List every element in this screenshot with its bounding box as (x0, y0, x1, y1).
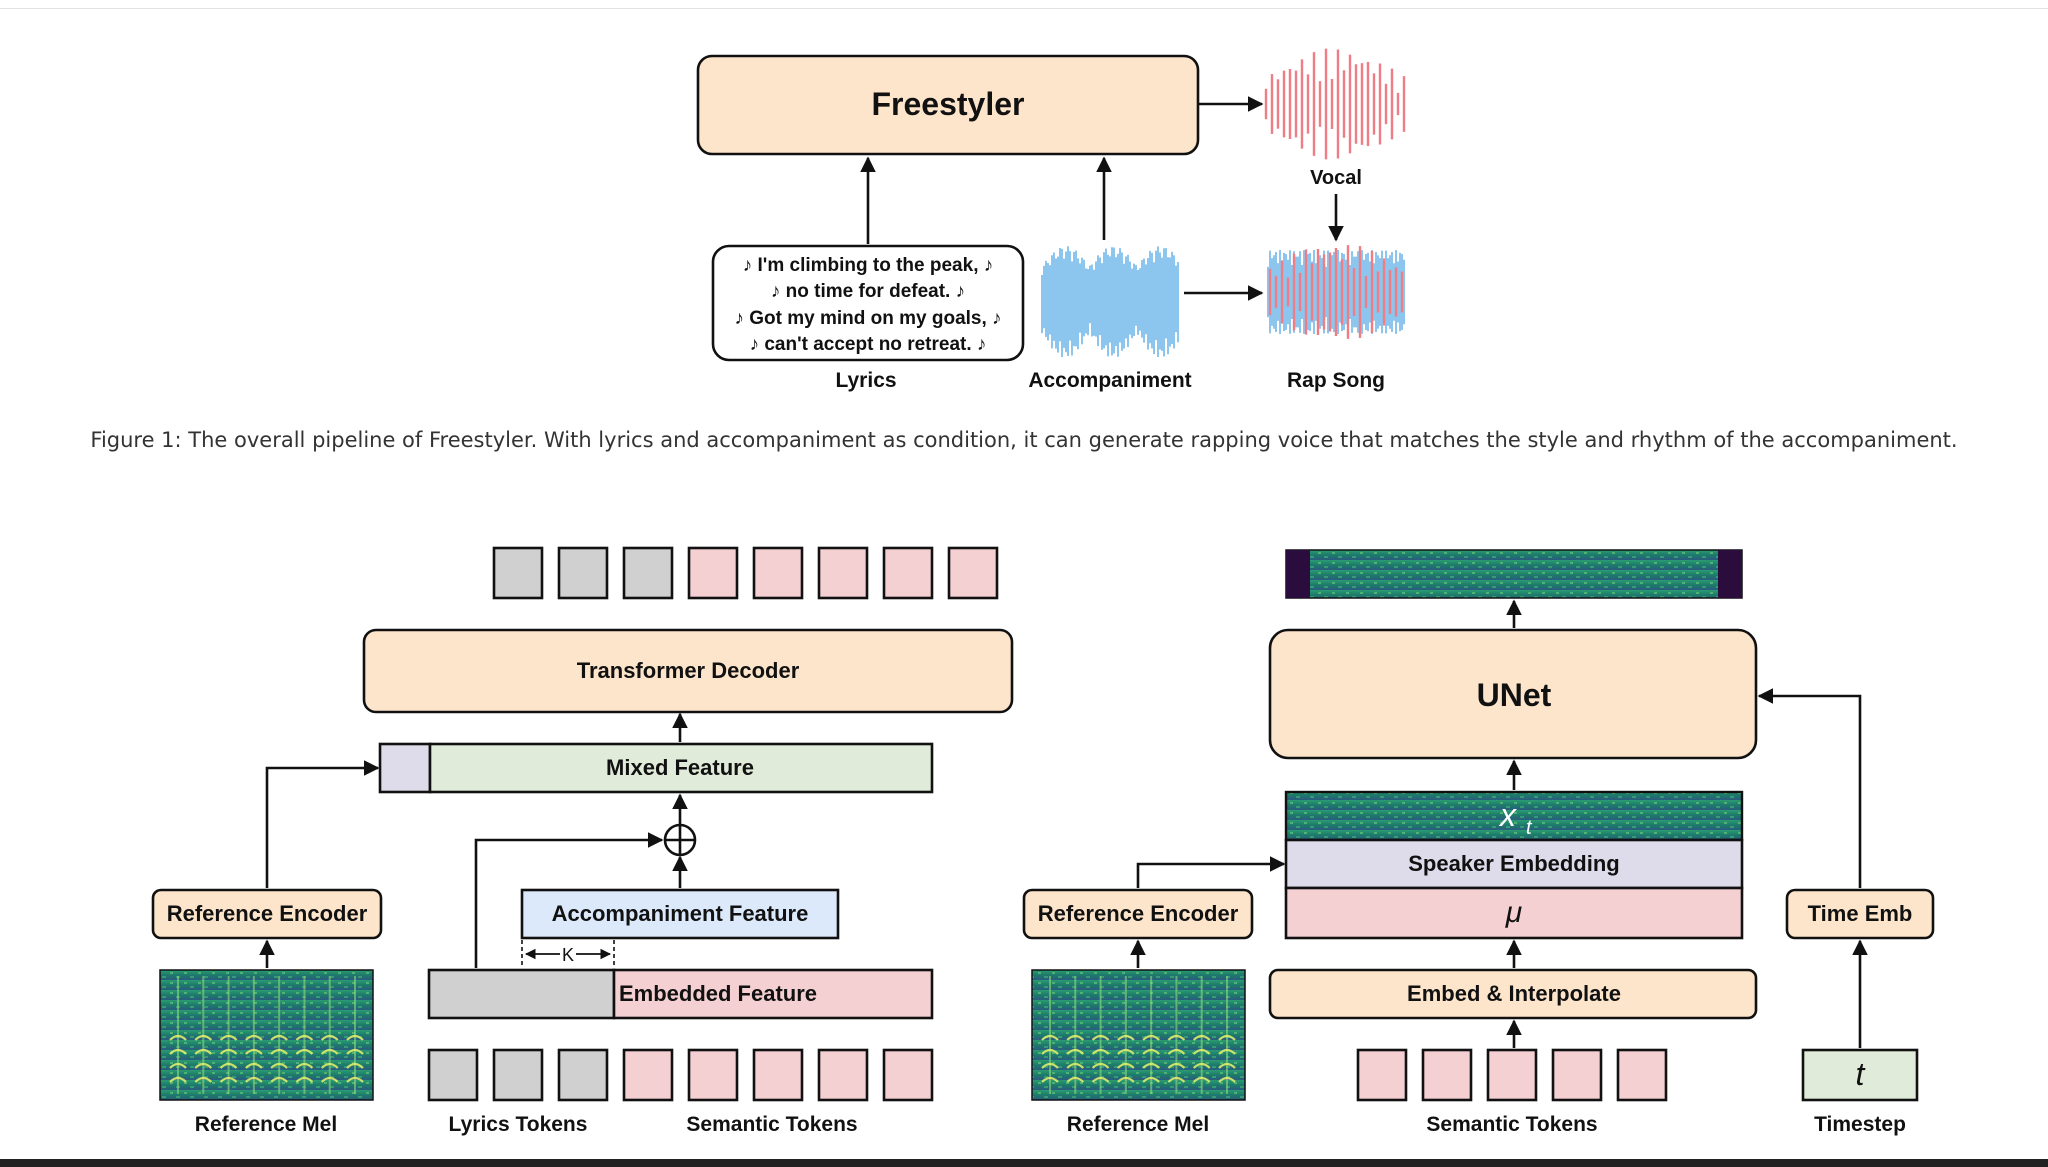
time-emb-label: Time Emb (1808, 901, 1913, 926)
reference-encoder-left-label: Reference Encoder (167, 901, 368, 926)
mu-label: μ (1505, 896, 1522, 929)
semantic-token (752, 1048, 804, 1102)
xt-subscript: t (1526, 817, 1533, 839)
mixed-feature-label: Mixed Feature (606, 755, 754, 780)
accompaniment-label: Accompaniment (1028, 369, 1191, 392)
embed-interpolate-box (1268, 968, 1758, 1020)
semantic-token (1356, 1048, 1408, 1102)
semantic-tokens-right-label: Semantic Tokens (1426, 1113, 1597, 1136)
spectrogram-icon (1031, 969, 1246, 1101)
arrow-embedded-to-add (474, 832, 664, 968)
output-token (492, 546, 544, 600)
semantic-token (622, 1048, 674, 1102)
bottom-bar (0, 1159, 2048, 1167)
lyrics-token (427, 1048, 479, 1102)
rap-song-waveform-icon (1267, 245, 1405, 339)
lyrics-token (492, 1048, 544, 1102)
semantic-token (687, 1048, 739, 1102)
reference-encoder-right-box (1022, 888, 1254, 940)
timestep-t-label: t (1856, 1056, 1866, 1092)
semantic-token (1551, 1048, 1603, 1102)
add-circle-icon (663, 823, 697, 857)
top-divider (0, 0, 2048, 9)
reference-mel-right-label: Reference Mel (1067, 1113, 1209, 1136)
output-token (752, 546, 804, 600)
rap-song-label: Rap Song (1287, 369, 1385, 392)
arrow-time-to-unet (1757, 688, 1862, 888)
output-token (882, 546, 934, 600)
timestep-box (1801, 1048, 1919, 1102)
figure-caption: Figure 1: The overall pipeline of Freest… (90, 428, 1958, 452)
output-token (817, 546, 869, 600)
output-token (947, 546, 999, 600)
lyrics-tokens-label: Lyrics Tokens (449, 1113, 588, 1136)
accompaniment-feature-box (520, 888, 840, 940)
lyrics-line-3: ♪ Got my mind on my goals, ♪ (734, 308, 1001, 329)
k-label: K (562, 945, 574, 965)
lyrics-line-1: ♪ I'm climbing to the peak, ♪ (743, 255, 994, 276)
vocal-label: Vocal (1310, 167, 1362, 189)
output-token (557, 546, 609, 600)
time-emb-box (1785, 888, 1935, 940)
output-mel-pad-right (1718, 550, 1742, 598)
embedded-feature-box (612, 968, 934, 1020)
unet-label: UNet (1477, 677, 1552, 713)
lyrics-box (711, 244, 1025, 362)
lyrics-line-4: ♪ can't accept no retreat. ♪ (750, 334, 987, 355)
output-token (687, 546, 739, 600)
arrow-refenc-to-speaker (1136, 856, 1286, 888)
mu-box (1284, 886, 1744, 940)
xt-label: x (1498, 797, 1517, 833)
spectrogram-icon (1285, 549, 1743, 599)
spectrogram-icon (159, 969, 374, 1101)
output-mel-pad-left (1286, 550, 1310, 598)
reference-encoder-right-label: Reference Encoder (1038, 901, 1239, 926)
reference-mel-left-pattern (169, 976, 364, 1094)
semantic-token (1486, 1048, 1538, 1102)
speaker-embedding-label: Speaker Embedding (1408, 851, 1620, 876)
reference-mel-right-pattern (1041, 976, 1236, 1094)
semantic-token (1421, 1048, 1473, 1102)
freestyler-label: Freestyler (872, 86, 1025, 122)
reference-mel-left-label: Reference Mel (195, 1113, 337, 1136)
arrow-refenc-to-mixed (265, 760, 380, 888)
semantic-tokens-left-label: Semantic Tokens (686, 1113, 857, 1136)
timestep-label: Timestep (1814, 1113, 1906, 1136)
transformer-decoder-label: Transformer Decoder (577, 658, 800, 683)
spectrogram-icon (1284, 790, 1744, 842)
input-tokens (427, 1048, 934, 1102)
reference-encoder-left-box (151, 888, 383, 940)
output-token (622, 546, 674, 600)
semantic-token (817, 1048, 869, 1102)
accompaniment-feature-label: Accompaniment Feature (552, 901, 809, 926)
output-tokens (492, 546, 999, 600)
semantic-tokens-right (1356, 1048, 1668, 1102)
embedded-lyrics-part (427, 968, 616, 1020)
embed-interpolate-label: Embed & Interpolate (1407, 981, 1621, 1006)
lyrics-line-2: ♪ no time for defeat. ♪ (771, 281, 965, 302)
mixed-feature-box (428, 742, 934, 794)
lyrics-label: Lyrics (835, 369, 896, 392)
unet-box (1268, 628, 1758, 760)
transformer-decoder-box (362, 628, 1014, 714)
semantic-token (882, 1048, 934, 1102)
accompaniment-waveform-icon (1041, 246, 1179, 358)
semantic-token (1616, 1048, 1668, 1102)
mixed-reference-slot (378, 742, 432, 794)
embedded-feature-label: Embedded Feature (619, 981, 817, 1006)
lyrics-token (557, 1048, 609, 1102)
vocal-waveform-icon (1264, 48, 1406, 160)
